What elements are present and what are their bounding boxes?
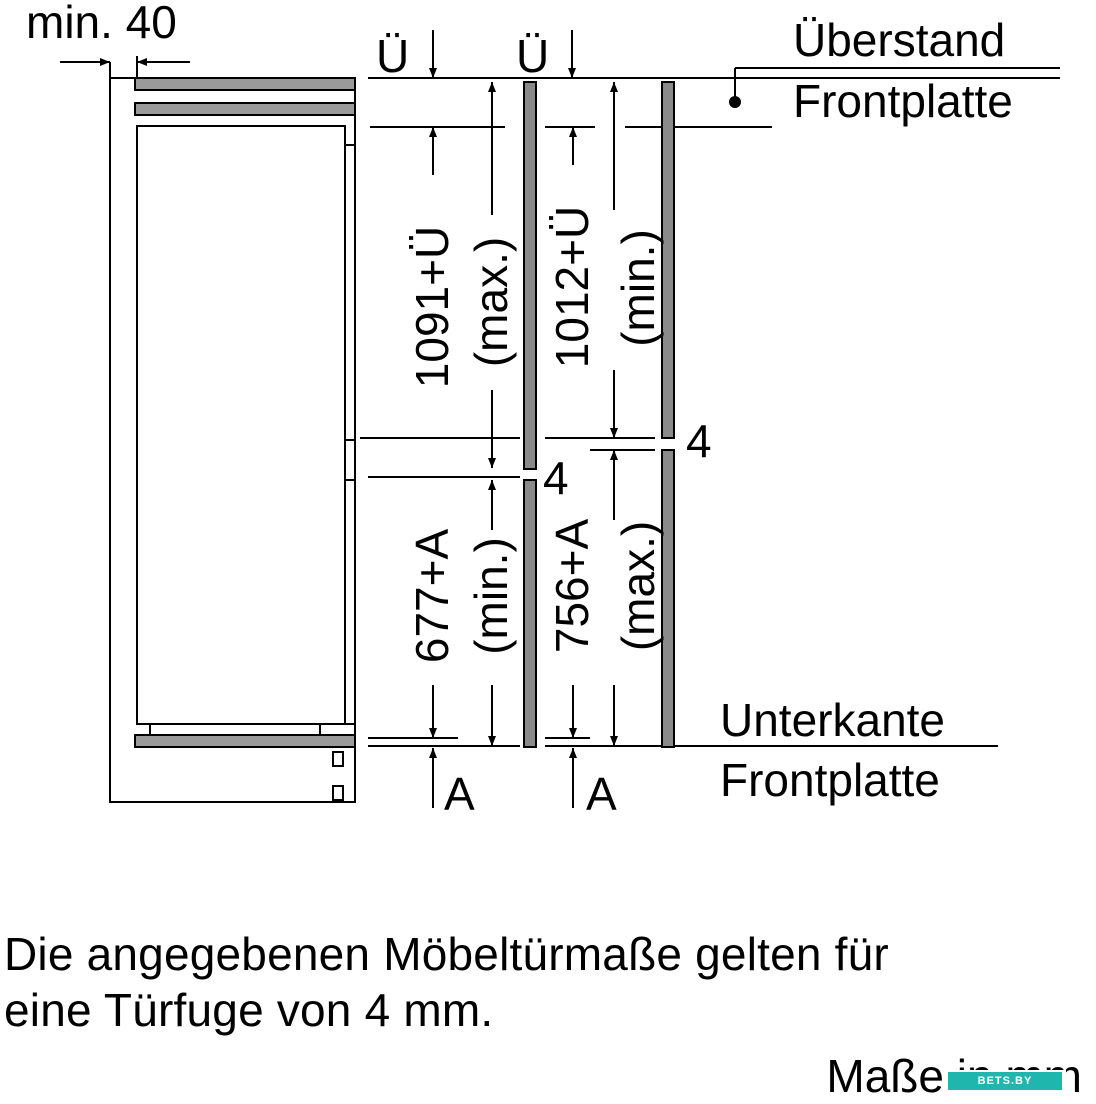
lower-door-panel-b [661,449,675,748]
gap-4-right-label: 4 [686,415,712,467]
dim-756-label: 756+A [546,519,598,654]
dim-756-note: (max.) [612,521,664,651]
upper-door-panel-b [661,81,675,439]
ueberstand-label: Überstand [793,14,1005,66]
appliance-side-view [109,77,356,803]
upper-mounting-bar [134,102,356,116]
ue-label-1: Ü [376,30,409,82]
watermark-logo: BETS.BY [948,1072,1062,1090]
base-plinth [134,734,356,748]
dim-677-label: 677+A [406,529,458,664]
frontplatte-leader-dot [729,96,741,108]
installation-note: Die angegebenen Möbeltürmaße gelten für … [4,926,889,1038]
niche-outline [109,77,356,803]
unterkante-label: Unterkante [720,694,945,746]
upper-door-panel-a [523,81,537,470]
door-panels [523,81,675,748]
dim-1091-note: (max.) [465,237,517,367]
a-label-1: A [444,768,475,820]
dim-677-note: (min.) [465,537,517,655]
dim-1091-label: 1091+Ü [406,226,458,388]
lower-door-edge [345,479,356,725]
a-label-2: A [586,768,617,820]
upper-door-edge [345,144,356,441]
lower-door-panel-a [523,479,537,748]
min-40-dimension [60,56,190,78]
foot-lower [332,785,344,801]
top-mounting-bar [134,77,356,91]
min-40-label: min. 40 [26,0,177,48]
note-line-2: eine Türfuge von 4 mm. [4,984,494,1036]
appliance-body [136,125,346,725]
reference-lines [360,67,1060,747]
gap-4-left-label: 4 [543,452,569,504]
frontplatte-top-label: Frontplatte [793,75,1013,127]
frontplatte-bottom-label: Frontplatte [720,754,940,806]
ue-label-2: Ü [516,30,549,82]
dim-1012-label: 1012+Ü [546,206,598,368]
foot-upper [332,751,344,767]
ue-arrows [429,30,576,78]
dimension-arrows [429,82,618,808]
note-line-1: Die angegebenen Möbeltürmaße gelten für [4,928,889,980]
dim-1012-note: (min.) [612,229,664,347]
